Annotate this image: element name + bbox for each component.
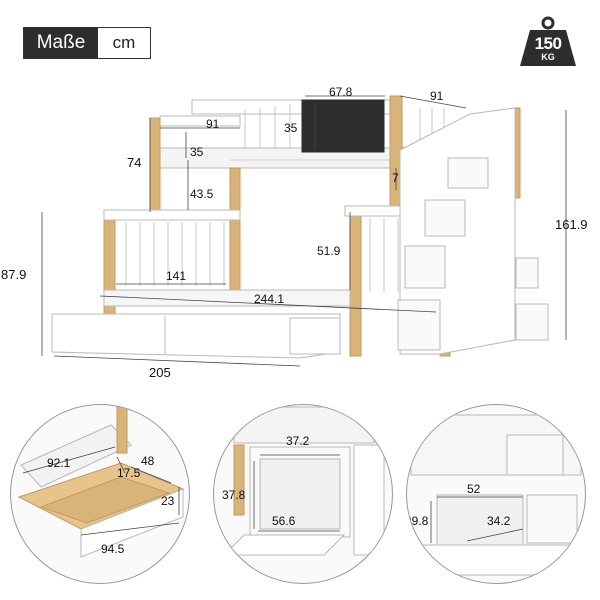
dim-bed-length: 244.1 xyxy=(254,292,285,306)
dim-lower-height: 87.9 xyxy=(1,267,27,282)
dim-lower-rail: 51.9 xyxy=(317,244,341,258)
detail-cabinet: 52 29.8 34.2 xyxy=(406,404,586,584)
dim-top-depth: 91 xyxy=(430,89,444,103)
measure-label: Maße xyxy=(24,28,98,58)
drawer-depth: 92.1 xyxy=(47,456,71,470)
stair-width: 37.2 xyxy=(286,434,310,448)
stair-height: 37.8 xyxy=(222,488,246,502)
unit-label: cm xyxy=(112,33,136,52)
cabinet-height: 29.8 xyxy=(406,514,429,528)
detail-drawer: 92.1 17.5 48 23 94.5 xyxy=(10,404,190,584)
cabinet-depth: 34.2 xyxy=(487,514,511,528)
dim-upper-bunk-height: 74 xyxy=(127,155,142,170)
dim-trundle-length: 205 xyxy=(149,365,171,380)
bunk-bed-illustration xyxy=(41,95,567,367)
drawer-side: 17.5 xyxy=(117,466,141,480)
dim-top-width: 67.8 xyxy=(329,85,353,99)
weight-icon: 150 KG xyxy=(518,16,578,68)
drawer-length: 94.5 xyxy=(101,542,125,556)
detail-stair: 37.2 37.8 56.6 xyxy=(213,404,393,584)
drawer-height: 23 xyxy=(161,494,175,508)
cabinet-width: 52 xyxy=(467,482,481,496)
drawer-inner: 48 xyxy=(141,454,155,468)
weight-unit: KG xyxy=(541,52,555,62)
unit-header: Maße cm xyxy=(23,27,151,59)
dim-upper-rail: 35 xyxy=(190,145,204,159)
dim-lower-rail-width: 141 xyxy=(166,269,187,283)
stair-depth: 56.6 xyxy=(272,514,296,528)
dim-rail-height: 35 xyxy=(284,121,298,135)
dim-total-height: 161.9 xyxy=(555,217,588,232)
dim-upper-gap: 43.5 xyxy=(190,187,214,201)
dim-step-gap: 7 xyxy=(392,171,399,185)
dim-rail-depth: 91 xyxy=(206,117,220,131)
weight-value: 150 xyxy=(534,34,562,53)
